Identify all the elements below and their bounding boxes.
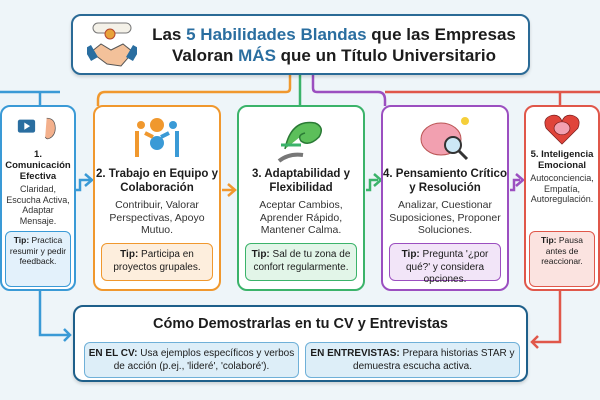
interview-tip: EN ENTREVISTAS: Prepara historias STAR y… [305,342,520,378]
skill-tip: Tip: Sal de tu zona de confort regularme… [245,243,357,281]
brain-magnifier-icon [420,117,469,161]
skill-card-3: 3. Adaptabilidad y Flexibilidad Aceptar … [237,105,365,291]
page-title: Las 5 Habilidades Blandas que las Empres… [152,24,516,65]
skill-description: Aceptar Cambios, Aprender Rápido, Manten… [259,199,343,236]
skill-tip: Tip: Practica resumir y pedir feedback. [5,231,71,287]
skill-card-1: 1. Comunicación Efectiva Claridad, Escuc… [0,105,76,291]
chameleon-icon [277,121,322,163]
skill-description: Contribuir, Valorar Perspectivas, Apoyo … [109,199,205,236]
skill-description: Analizar, Cuestionar Suposiciones, Propo… [389,199,501,236]
skill-title: 5. Inteligencia Emocional [530,149,594,171]
skill-title: 2. Trabajo en Equipo y Colaboración [95,168,219,194]
skill-tip: Tip: Participa en proyectos grupales. [101,243,213,281]
skill-tip: Tip: Pausa antes de reaccionar. [529,231,595,287]
speech-ear-icon [17,117,56,140]
heart-brain-icon [544,114,580,145]
skill-card-4: 4. Pensamiento Crítico y Resolución Anal… [381,105,509,291]
title-banner: Las 5 Habilidades Blandas que las Empres… [71,14,530,75]
section-title: Cómo Demostrarlas en tu CV y Entrevistas [153,316,448,332]
cv-tip: EN EL CV: Usa ejemplos específicos y ver… [84,342,299,378]
how-to-demonstrate-box: Cómo Demostrarlas en tu CV y Entrevistas… [73,305,528,382]
skill-title: 3. Adaptabilidad y Flexibilidad [252,168,350,194]
skill-description: Autoconciencia, Empatía, Autoregulación. [530,173,594,204]
skill-title: 1. Comunicación Efectiva [5,149,71,182]
skill-title: 4. Pensamiento Crítico y Resolución [383,168,507,194]
teamwork-gears-icon [135,118,179,157]
skill-card-5: 5. Inteligencia Emocional Autoconciencia… [524,105,600,291]
diploma-handshake-icon [87,22,137,67]
skill-tip: Tip: Pregunta '¿por qué?' y considera op… [389,243,501,285]
skill-description: Claridad, Escucha Activa, Adaptar Mensaj… [6,184,70,226]
skill-card-2: 2. Trabajo en Equipo y Colaboración Cont… [93,105,221,291]
